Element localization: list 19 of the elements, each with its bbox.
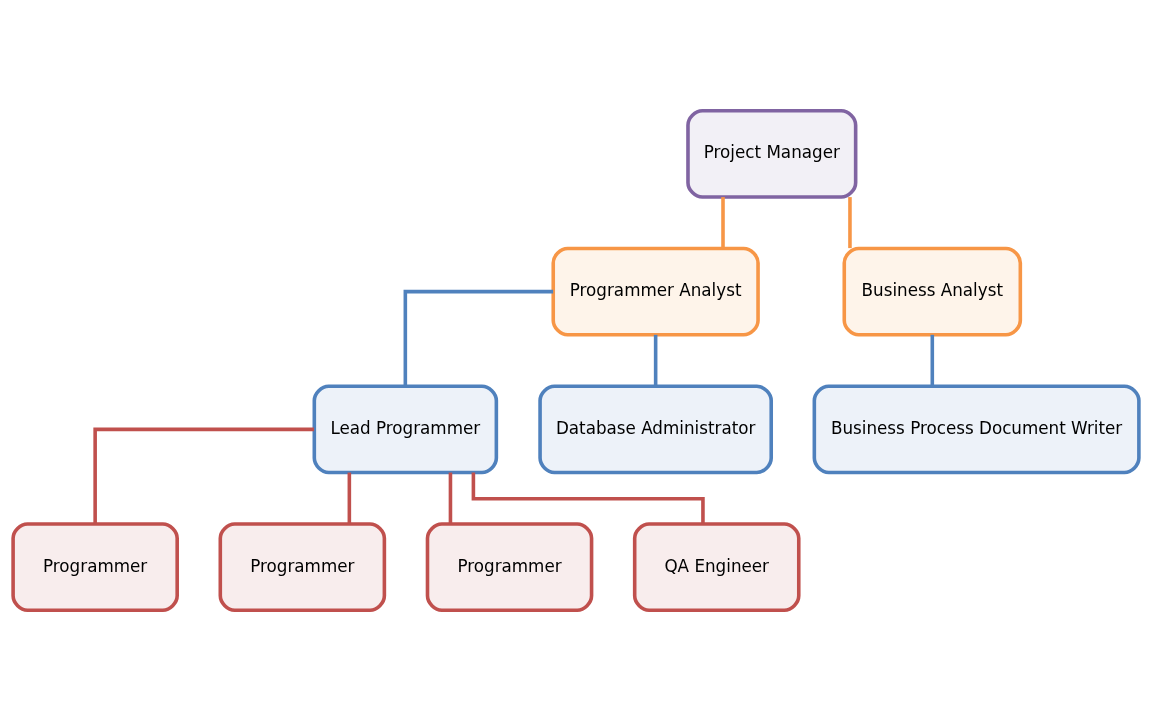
node-box: Lead Programmer (312, 383, 499, 474)
node-box: Project Manager (686, 108, 858, 199)
node-box: Programmer (218, 521, 387, 612)
connector (471, 472, 705, 524)
connector (653, 334, 658, 386)
node-box: QA Engineer (632, 521, 801, 612)
connector (848, 196, 852, 248)
connector (93, 427, 314, 524)
node-box: Business Process Document Writer (812, 383, 1141, 474)
connector (448, 472, 453, 524)
connector (403, 289, 554, 386)
node-box: Programmer (11, 521, 179, 612)
node-box: Programmer Analyst (551, 246, 760, 337)
node-box: Database Administrator (538, 383, 773, 474)
connector (721, 196, 725, 248)
connector (347, 472, 352, 524)
node-box: Business Analyst (842, 246, 1023, 337)
node-box: Programmer (425, 521, 594, 612)
connector (930, 334, 935, 386)
